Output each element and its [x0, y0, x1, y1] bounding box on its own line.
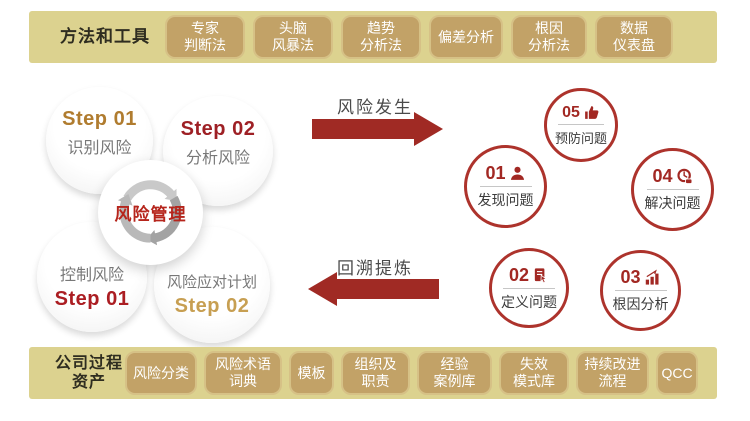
problem-number: 04 — [652, 166, 673, 186]
cycle-step-response-plan: 风险应对计划 Step 02 — [154, 227, 270, 343]
divider — [646, 189, 699, 190]
problem-label: 预防问题 — [554, 130, 607, 146]
divider — [479, 186, 532, 187]
chip-trend-analysis: 趋势 分析法 — [341, 15, 421, 59]
chip-risk-glossary: 风险术语 词典 — [204, 351, 282, 395]
problem-circle-solve: 04 解决问题 — [631, 148, 714, 231]
step-number: Step 02 — [174, 294, 250, 317]
problem-number: 02 — [508, 264, 530, 285]
bar-chart-icon — [645, 269, 659, 285]
person-icon — [510, 166, 524, 180]
process-assets-title: 公司过程 资产 — [54, 354, 123, 391]
problem-head: 01 — [485, 163, 525, 184]
chip-org-responsibilities: 组织及 职责 — [341, 351, 410, 395]
thumbs-up-icon — [585, 106, 599, 119]
chip-experience-case-library: 经验 案例库 — [417, 351, 492, 395]
problem-number: 03 — [620, 267, 641, 287]
problem-head: 04 — [652, 166, 692, 187]
clock-icon — [676, 168, 692, 185]
problem-circle-prevent: 05 预防问题 — [544, 88, 618, 162]
step-label: 识别风险 — [67, 139, 132, 157]
step-label: 控制风险 — [59, 267, 124, 284]
divider — [503, 287, 555, 289]
problem-label: 根因分析 — [612, 296, 669, 312]
risk-management-hub: 风险管理 — [98, 160, 203, 265]
arrow-right-icon — [312, 119, 414, 139]
cycle-step-identify: Step 01 识别风险 — [46, 87, 153, 194]
document-pointer-icon — [534, 267, 548, 283]
chip-brainstorming: 头脑 风暴法 — [253, 15, 333, 59]
problem-number: 05 — [562, 103, 580, 121]
cycle-arrows-icon — [117, 180, 182, 246]
chip-expert-judgment: 专家 判断法 — [165, 15, 245, 59]
problem-head: 03 — [620, 267, 660, 288]
methods-tools-chip-row: 专家 判断法 头脑 风暴法 趋势 分析法 偏差分析 根因 分析法 数据 仪表盘 — [165, 15, 673, 59]
step-number: Step 01 — [62, 107, 137, 130]
step-number: Step 02 — [180, 118, 256, 140]
methods-tools-bar: 方法和工具 专家 判断法 头脑 风暴法 趋势 分析法 偏差分析 根因 分析法 数… — [29, 11, 717, 63]
divider — [558, 123, 604, 125]
problem-label: 发现问题 — [477, 192, 534, 208]
chip-risk-classification: 风险分类 — [125, 351, 197, 395]
chip-continuous-improvement: 持续改进 流程 — [576, 351, 649, 395]
methods-tools-title: 方法和工具 — [60, 26, 150, 46]
step-label: 风险应对计划 — [166, 273, 257, 291]
step-number: Step 01 — [54, 288, 130, 310]
problem-number: 01 — [485, 163, 506, 183]
problem-label: 定义问题 — [501, 293, 557, 310]
arrow-left-icon — [337, 279, 439, 299]
chip-root-cause-analysis: 根因 分析法 — [511, 15, 587, 59]
flow-label-retrospective: 回溯提炼 — [337, 259, 413, 278]
problem-head: 02 — [509, 265, 549, 286]
problem-label: 解决问题 — [644, 195, 701, 211]
hub-label: 风险管理 — [114, 205, 187, 224]
problem-circle-discover: 01 发现问题 — [464, 145, 547, 228]
chip-templates: 模板 — [289, 351, 334, 395]
problem-head: 05 — [562, 104, 600, 122]
cycle-step-analyze: Step 02 分析风险 — [163, 96, 273, 206]
chip-deviation-analysis: 偏差分析 — [429, 15, 503, 59]
chip-data-dashboard: 数据 仪表盘 — [595, 15, 673, 59]
process-assets-bar: 公司过程 资产 风险分类 风险术语 词典 模板 组织及 职责 经验 案例库 失效… — [29, 347, 717, 399]
chip-qcc: QCC — [656, 351, 698, 395]
chip-failure-mode-library: 失效 模式库 — [499, 351, 569, 395]
flow-label-risk-occurs: 风险发生 — [337, 98, 413, 117]
problem-circle-define: 02 定义问题 — [489, 248, 569, 328]
divider — [614, 290, 667, 291]
step-label: 分析风险 — [185, 150, 250, 167]
problem-circle-root-cause: 03 根因分析 — [600, 250, 681, 331]
process-assets-chip-row: 风险分类 风险术语 词典 模板 组织及 职责 经验 案例库 失效 模式库 持续改… — [125, 351, 698, 395]
